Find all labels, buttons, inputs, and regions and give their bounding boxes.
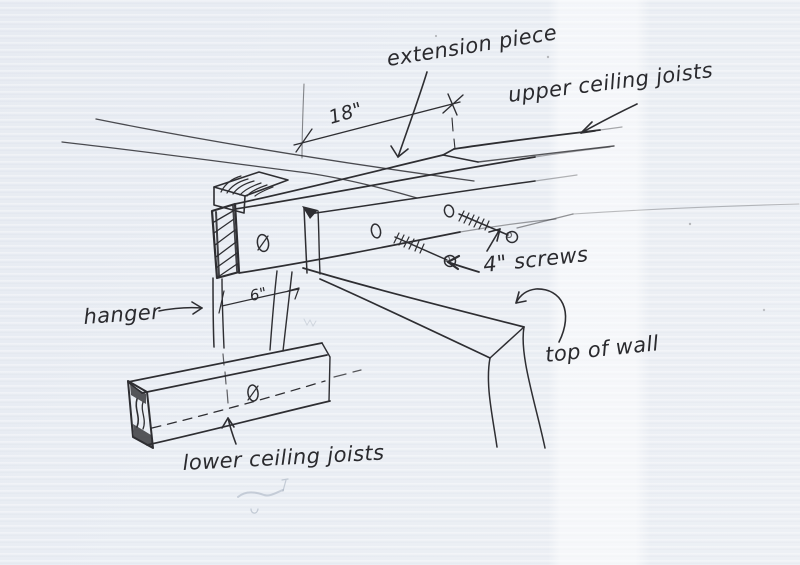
label-lower-ceiling-joists: lower ceiling joists xyxy=(182,440,385,475)
wall-corner-line-outer xyxy=(522,326,546,449)
hanger-straps xyxy=(212,270,293,404)
label-4in-screws: 4" screws xyxy=(482,242,589,277)
beam-face-lap-line xyxy=(308,180,536,215)
extension-line-left xyxy=(301,83,305,159)
screws-arrow-up xyxy=(486,228,501,252)
hanger-strap-over-beam xyxy=(303,207,308,274)
grain-arcs xyxy=(220,175,274,197)
screws-arrow-left xyxy=(446,254,480,273)
annotation-arrows xyxy=(158,71,638,445)
joist-screw-hole xyxy=(247,384,259,402)
extension-piece-beam xyxy=(210,126,623,280)
upper-joist-end-notch xyxy=(442,148,479,163)
label-extension-piece: extension piece xyxy=(385,20,559,71)
extension-piece-arrow xyxy=(390,71,428,158)
label-dimension-6in: 6" xyxy=(248,284,269,305)
screw-icon-lower xyxy=(393,232,457,268)
lower-ceiling-joist xyxy=(127,342,362,449)
wall-corner-line xyxy=(487,357,498,448)
joist-end-face xyxy=(127,380,154,449)
dimension-line xyxy=(293,101,461,146)
extension-line-right-dashed xyxy=(451,117,456,150)
hanger-arrow xyxy=(158,301,203,315)
beam-top-back-edge xyxy=(234,154,444,205)
wall-top-plate xyxy=(302,267,546,449)
dimension-18in xyxy=(293,83,464,159)
top-of-wall-arrow xyxy=(515,288,567,343)
beam-end-face xyxy=(210,202,241,280)
screw-hole-middle xyxy=(370,223,382,239)
label-upper-ceiling-joists: upper ceiling joists xyxy=(507,58,715,107)
labels: extension piece upper ceiling joists 18"… xyxy=(83,20,715,475)
background-joist-lines xyxy=(61,118,475,199)
upper-joist-top-edge xyxy=(453,129,601,150)
label-hanger: hanger xyxy=(83,300,162,329)
dimension-6in xyxy=(218,287,300,314)
joist-centerline-dashed xyxy=(151,380,326,429)
screw-hole-right xyxy=(443,204,455,218)
upper-joists-arrow xyxy=(580,103,638,134)
joist-end-grain-piece xyxy=(213,171,289,214)
end-face-hatching xyxy=(213,210,238,278)
upper-joist-bottom-edge xyxy=(477,145,615,163)
tick-left xyxy=(218,290,225,314)
label-dimension-18in: 18" xyxy=(326,98,365,129)
tick-right-cross xyxy=(447,93,458,116)
beam-bottom-edge xyxy=(238,231,461,274)
tick-left xyxy=(295,128,313,153)
screw-icon-upper xyxy=(458,210,519,244)
beam-top-front-edge xyxy=(234,156,536,210)
lower-joists-arrow xyxy=(221,417,237,445)
screws xyxy=(393,203,800,268)
faint-marks xyxy=(237,34,766,514)
screw-hole-left xyxy=(256,233,270,253)
tick-right xyxy=(287,287,300,300)
